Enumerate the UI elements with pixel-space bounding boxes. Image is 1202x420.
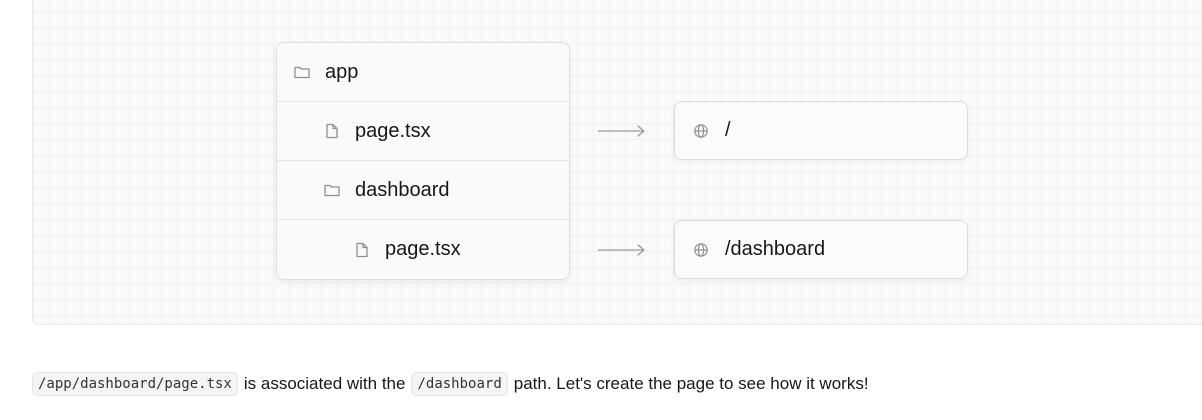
arrow-right-icon: [598, 125, 645, 137]
tree-row-label: app: [325, 60, 359, 83]
tree-row-page-file: page.tsx: [277, 102, 569, 161]
tree-row-label: page.tsx: [385, 238, 461, 260]
caption-text: is associated with the: [243, 374, 406, 393]
file-icon: [323, 122, 341, 140]
route-root: /: [674, 101, 968, 160]
file-icon: [353, 241, 371, 259]
caption: /app/dashboard/page.tsx is associated wi…: [32, 370, 869, 398]
caption-text: path. Let's create the page to see how i…: [513, 374, 869, 393]
tree-row-dashboard-page-file: page.tsx: [277, 220, 569, 279]
folder-icon: [293, 63, 311, 81]
tree-row-label: page.tsx: [355, 119, 431, 142]
globe-icon: [693, 123, 709, 139]
file-tree: app page.tsx dashboard page.tsx: [276, 42, 570, 280]
folder-icon: [323, 181, 341, 199]
tree-row-app-folder: app: [277, 43, 569, 102]
route-label: /dashboard: [725, 238, 826, 260]
route-label: /: [725, 119, 731, 141]
inline-code-route: /dashboard: [411, 372, 508, 396]
inline-code-file-path: /app/dashboard/page.tsx: [32, 372, 238, 396]
tree-row-dashboard-folder: dashboard: [277, 161, 569, 220]
route-dashboard: /dashboard: [674, 220, 968, 279]
tree-row-label: dashboard: [355, 178, 450, 201]
globe-icon: [693, 242, 709, 258]
arrow-right-icon: [598, 244, 645, 256]
diagram-canvas: [32, 0, 1202, 325]
